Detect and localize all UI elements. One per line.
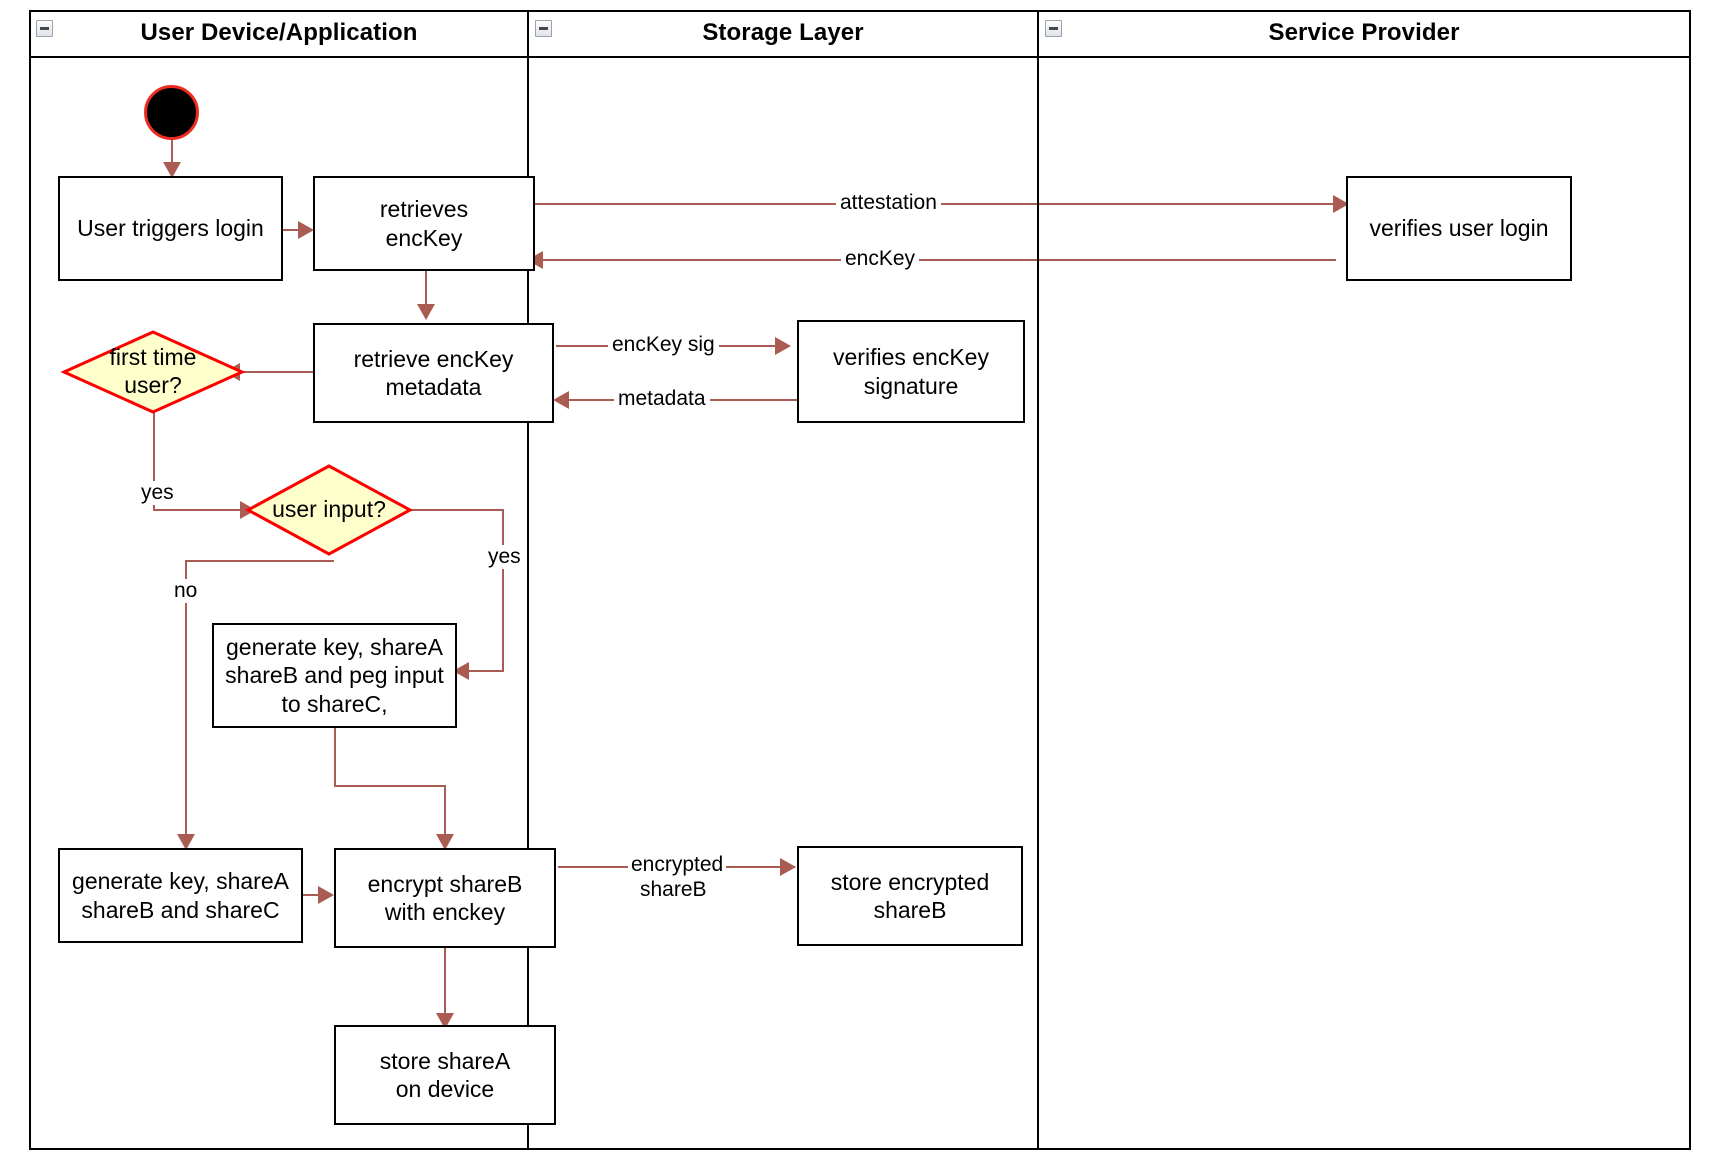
edge-label-no-user-input: no [170,579,202,604]
node-label-line2: with enckey [384,899,506,925]
node-label-line2: metadata [385,374,482,400]
node-verifies-enckey-signature[interactable]: verifies encKey signature [797,320,1025,423]
edge-firsttime-yes-horz [153,509,247,511]
edge-userinput-no-horz [185,560,334,562]
lane-header-user-device[interactable]: User Device/Application [29,10,529,58]
lane-title-storage-layer: Storage Layer [702,19,864,46]
node-label-line2: shareB and peg input [225,662,444,689]
node-label: retrieve encKey metadata [354,345,514,402]
collapse-minus-icon[interactable] [36,20,53,37]
node-label: store shareA on device [380,1047,510,1104]
arrowhead-left [553,391,569,409]
edge-label-encrypted-shareb-line1: encrypted [628,853,727,878]
arrowhead-right [318,886,334,904]
node-label: encrypt shareB with enckey [368,870,523,927]
node-label-line2: on device [395,1076,495,1102]
edge-userinput-yes-vert [502,509,504,672]
node-label-line1: generate key, shareA [226,634,443,661]
edge-label-encrypted-shareb-line2: shareB [637,878,710,903]
arrowhead-right [775,337,791,355]
start-node[interactable] [144,85,199,140]
decision-first-time-user[interactable]: first time user? [60,330,246,414]
edge-userinput-yes-into-box [466,670,504,672]
arrowhead-down [163,162,181,178]
node-label: store encrypted shareB [831,868,990,925]
node-generate-key-peg[interactable]: generate key, shareA shareB and peg inpu… [212,623,457,728]
edge-userinput-no-vert [185,560,187,842]
lane-header-service-provider[interactable]: Service Provider [1037,10,1691,58]
node-label-line2: shareB and shareC [81,896,280,923]
edge-label-attestation: attestation [836,191,941,216]
edge-label-yes-user-input: yes [484,545,525,570]
node-label-line1: store encrypted [830,868,990,895]
collapse-minus-icon[interactable] [535,20,552,37]
arrowhead-right [780,858,796,876]
node-label: generate key, shareA shareB and shareC [72,867,289,924]
edge-start-to-login [171,125,173,170]
node-label: verifies user login [1369,215,1549,242]
node-label-line1: generate key, shareA [72,868,289,895]
arrowhead-down [417,304,435,320]
node-label: verifies encKey signature [833,344,989,399]
node-encrypt-shareb[interactable]: encrypt shareB with enckey [334,848,556,948]
edge-label-yes-first-time: yes [137,481,178,506]
node-retrieve-enckey-metadata[interactable]: retrieve encKey metadata [313,323,554,423]
edge-userinput-yes-horz [408,509,504,511]
node-label-line3: to shareC, [281,690,388,717]
node-verifies-user-login[interactable]: verifies user login [1346,176,1572,281]
collapse-minus-icon[interactable] [1045,20,1062,37]
edge-retrieves-to-metadata [425,271,427,309]
edge-enckey-return [540,259,1336,261]
node-label: generate key, shareA shareB and peg inpu… [225,633,444,718]
edge-login-to-retrieves [283,229,305,231]
edge-encrypt-to-storesharea [444,948,446,1018]
edge-metadata-to-firsttime [237,371,313,373]
node-label-line1: encrypt shareB [367,870,523,897]
node-store-sharea-on-device[interactable]: store shareA on device [334,1025,556,1125]
node-generate-key-shares[interactable]: generate key, shareA shareB and shareC [58,848,303,943]
edge-label-enckey-sig: encKey sig [608,333,719,358]
arrowhead-down [177,834,195,850]
edge-label-metadata: metadata [614,387,710,412]
edge-peg-to-encrypt-vert2 [444,785,446,842]
arrowhead-left [453,662,469,680]
decision-shape [60,330,246,414]
lane-divider-2 [1037,10,1039,1150]
edge-shares-to-encrypt [303,894,325,896]
arrowhead-down [436,834,454,850]
lane-title-service-provider: Service Provider [1268,19,1460,46]
node-retrieves-enckey[interactable]: retrieves encKey [313,176,535,271]
node-label-line1: retrieve encKey [353,345,514,372]
decision-user-input[interactable]: user input? [244,464,414,556]
node-label: User triggers login [77,215,264,242]
node-label-line2: shareB [873,897,947,923]
node-label: retrieves encKey [380,195,468,252]
lane-storage-layer[interactable] [527,10,1039,1150]
node-user-triggers-login[interactable]: User triggers login [58,176,283,281]
arrowhead-right [1333,195,1349,213]
edge-label-enckey: encKey [841,247,920,272]
node-label-line1: store shareA [379,1047,511,1074]
lane-divider-1 [527,10,529,1150]
edge-peg-to-encrypt-vert1 [334,727,336,787]
edge-peg-to-encrypt-horz [334,785,446,787]
node-store-encrypted-shareb[interactable]: store encrypted shareB [797,846,1023,946]
edge-firsttime-yes-vert [153,412,155,511]
node-label-line1: retrieves [379,196,469,223]
decision-shape [244,464,414,556]
node-label-line2: encKey [385,224,463,251]
arrowhead-right [298,221,314,239]
lane-title-user-device: User Device/Application [140,19,418,46]
lane-header-storage-layer[interactable]: Storage Layer [527,10,1039,58]
